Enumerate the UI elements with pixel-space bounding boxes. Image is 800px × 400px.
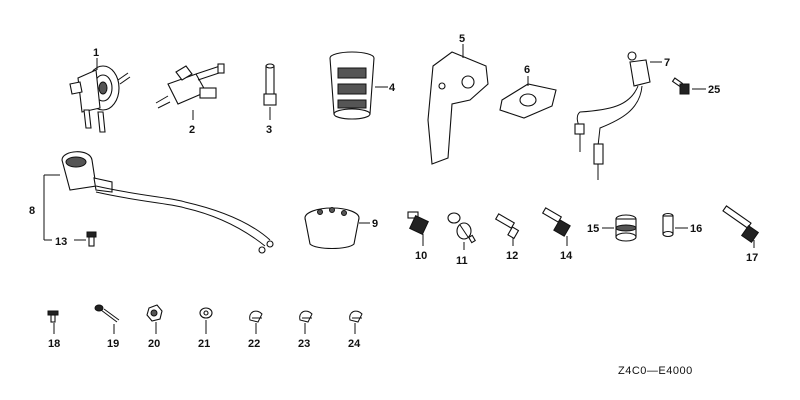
label-21: 21	[198, 338, 210, 350]
part-19-tapping-screw[interactable]	[94, 304, 120, 323]
part-7-oil-alert-switch[interactable]	[574, 51, 651, 180]
part-2-fuel-valve[interactable]	[155, 63, 225, 109]
part-8-cable-assembly[interactable]	[61, 151, 274, 254]
part-21-washer[interactable]	[199, 307, 213, 319]
part-15-grommet[interactable]	[615, 214, 637, 242]
part-20-nut[interactable]	[146, 304, 163, 322]
part-6-gasket[interactable]	[499, 83, 557, 119]
label-24: 24	[348, 338, 361, 350]
label-23: 23	[298, 338, 310, 350]
label-11: 11	[456, 255, 468, 267]
label-1: 1	[93, 47, 99, 59]
label-12: 12	[506, 250, 518, 262]
label-15: 15	[587, 223, 599, 235]
label-7: 7	[664, 57, 670, 69]
label-25: 25	[708, 84, 720, 96]
part-3-bolt[interactable]	[263, 63, 277, 106]
label-3: 3	[266, 124, 272, 136]
label-9: 9	[372, 218, 378, 230]
part-23-clip[interactable]	[299, 310, 313, 323]
part-16-collar[interactable]	[662, 212, 674, 238]
label-6: 6	[524, 64, 530, 76]
label-19: 19	[107, 338, 119, 350]
label-8: 8	[29, 205, 35, 217]
label-13: 13	[55, 236, 67, 248]
label-4: 4	[389, 82, 396, 94]
part-14-bolt[interactable]	[541, 207, 571, 237]
label-20: 20	[148, 338, 160, 350]
label-16: 16	[690, 223, 702, 235]
part-11-screw[interactable]	[447, 212, 476, 244]
label-10: 10	[415, 250, 427, 262]
part-4-fuel-strainer[interactable]	[329, 51, 375, 120]
part-24-clip[interactable]	[349, 310, 363, 323]
part-9-cap[interactable]	[304, 207, 360, 250]
part-13-screw[interactable]	[86, 231, 97, 247]
part-18-screw[interactable]	[47, 310, 59, 323]
label-14: 14	[560, 250, 573, 262]
part-25-bolt[interactable]	[671, 77, 690, 95]
label-17: 17	[746, 252, 758, 264]
part-1-fuel-pump[interactable]	[69, 65, 131, 133]
label-22: 22	[248, 338, 260, 350]
label-18: 18	[48, 338, 60, 350]
diagram-code: Z4C0—E4000	[618, 365, 693, 377]
part-17-bolt[interactable]	[722, 205, 760, 244]
part-22-clip[interactable]	[249, 310, 263, 323]
label-5: 5	[459, 33, 465, 45]
label-2: 2	[189, 124, 195, 136]
part-10-bolt[interactable]	[407, 211, 429, 235]
part-5-bracket[interactable]	[427, 51, 489, 165]
part-12-bolt[interactable]	[494, 213, 520, 240]
